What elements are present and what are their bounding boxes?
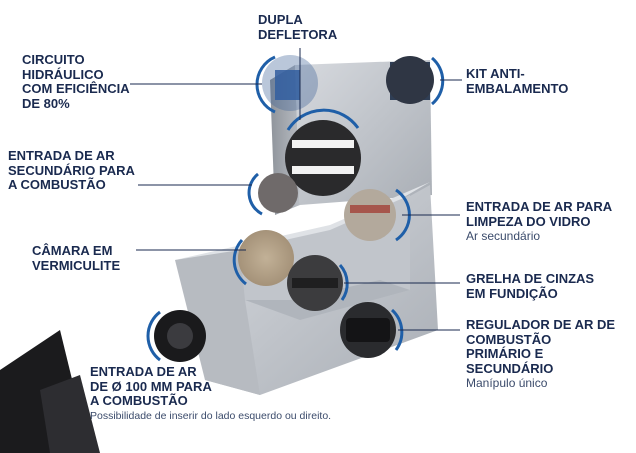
kit-detail bbox=[386, 56, 434, 104]
vermiculite-detail bbox=[238, 230, 294, 286]
ash-grate-bars bbox=[292, 278, 338, 288]
ash-grate-ring bbox=[338, 263, 349, 301]
stove-left-box bbox=[175, 250, 260, 395]
camara-text: CÂMARA EM VERMICULITE bbox=[32, 243, 121, 273]
label-entrada-limpeza: ENTRADA DE AR PARA LIMPEZA DO VIDRO Ar s… bbox=[466, 199, 613, 243]
entrada-100-text: ENTRADA DE AR DE Ø 100 MM PARA A COMBUST… bbox=[90, 364, 212, 408]
glass-air-detail bbox=[344, 189, 396, 241]
deflector-plate-2 bbox=[292, 166, 354, 174]
glass-air-slot bbox=[350, 205, 390, 213]
air-inlet-100-ring bbox=[146, 310, 161, 362]
kit-ring bbox=[430, 56, 445, 106]
label-entrada-100mm: ENTRADA DE AR DE Ø 100 MM PARA A COMBUST… bbox=[90, 364, 332, 422]
regulador-text: REGULADOR DE AR DE COMBUSTÃO PRIMÁRIO E … bbox=[466, 317, 616, 376]
background-shadow-corner-2 bbox=[40, 375, 100, 453]
label-circuito-hidraulico: CIRCUITO HIDRÁULICO COM EFICIÊNCIA DE 80… bbox=[22, 52, 130, 111]
deflector-plate-1 bbox=[292, 140, 354, 148]
deflector-ring bbox=[286, 108, 360, 131]
regulator-knob bbox=[346, 318, 390, 342]
dupla-text: DUPLA DEFLETORA bbox=[258, 12, 338, 42]
deflector-detail bbox=[285, 120, 361, 196]
secondary-air-detail bbox=[258, 173, 298, 213]
secondary-air-ring bbox=[247, 172, 263, 216]
vermiculite-ring bbox=[232, 238, 247, 286]
circuito-text: CIRCUITO HIDRÁULICO COM EFICIÊNCIA DE 80… bbox=[22, 52, 130, 111]
label-regulador-ar: REGULADOR DE AR DE COMBUSTÃO PRIMÁRIO E … bbox=[466, 317, 616, 390]
label-grelha-cinzas: GRELHA DE CINZAS EM FUNDIÇÃO bbox=[466, 271, 595, 301]
air-inlet-100-pipe bbox=[167, 323, 193, 349]
label-kit-anti-embalamento: KIT ANTI- EMBALAMENTO bbox=[466, 66, 569, 96]
limpeza-subtext: Ar secundário bbox=[466, 229, 541, 243]
label-dupla-defletora: DUPLA DEFLETORA bbox=[258, 12, 338, 42]
entrada-sec-text: ENTRADA DE AR SECUNDÁRIO PARA A COMBUSTÃ… bbox=[8, 148, 135, 192]
entrada-100-subtext: Possibilidade de inserir do lado esquerd… bbox=[90, 409, 332, 422]
label-camara-vermiculite: CÂMARA EM VERMICULITE bbox=[32, 243, 121, 273]
blue-connector-left bbox=[275, 70, 300, 100]
regulador-subtext: Manípulo único bbox=[466, 376, 548, 390]
label-entrada-secundario: ENTRADA DE AR SECUNDÁRIO PARA A COMBUSTÃ… bbox=[8, 148, 135, 193]
grelha-text: GRELHA DE CINZAS EM FUNDIÇÃO bbox=[466, 271, 595, 301]
kit-text: KIT ANTI- EMBALAMENTO bbox=[466, 66, 569, 96]
hydraulic-circuit-detail bbox=[262, 55, 318, 111]
regulator-ring bbox=[390, 308, 404, 351]
limpeza-text: ENTRADA DE AR PARA LIMPEZA DO VIDRO bbox=[466, 199, 613, 229]
